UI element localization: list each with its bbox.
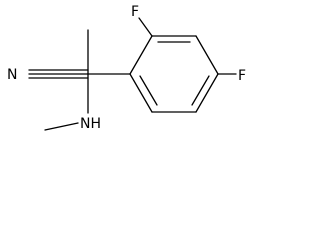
structure-diagram: N F F NH — [7, 4, 246, 132]
nitrile-nitrogen-label: N — [7, 67, 17, 83]
ring-bond-6 — [129, 73, 153, 113]
ring-bond-4 — [195, 73, 219, 113]
ortho-fluorine-label: F — [131, 4, 139, 20]
ortho-fluorine-bond — [138, 17, 153, 37]
ring-bond-3 — [195, 35, 219, 75]
ring-double-bond-c — [139, 75, 158, 106]
benzene-ring — [129, 35, 219, 113]
para-fluorine-label: F — [238, 68, 246, 84]
nitrile-triple-bond — [28, 69, 89, 79]
ring-double-bond-b — [191, 75, 210, 106]
n-methyl-bond — [44, 122, 79, 131]
amine-label: NH — [80, 116, 101, 132]
ring-bond-1 — [129, 35, 153, 75]
